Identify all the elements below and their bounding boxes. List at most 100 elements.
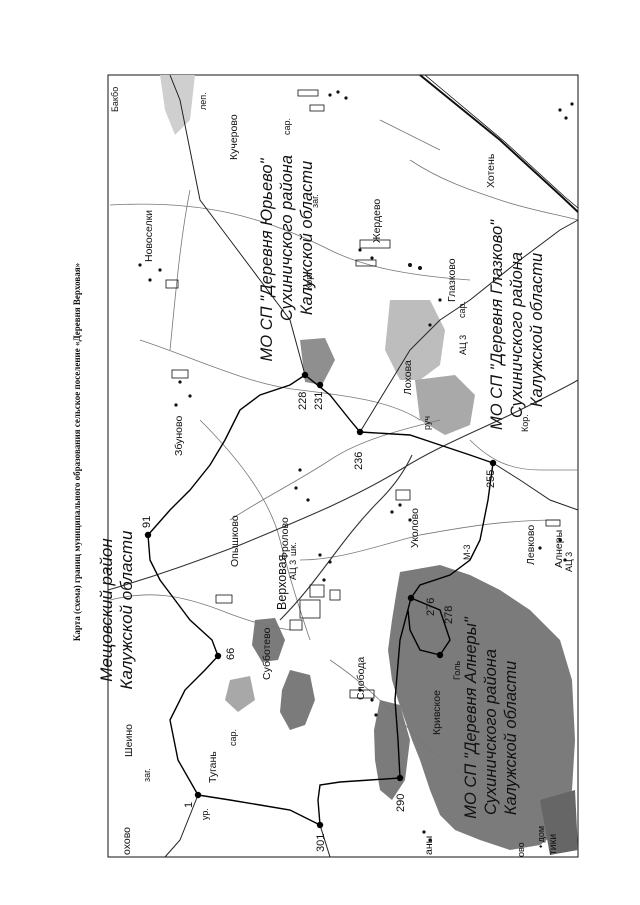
boundary-point-276 — [407, 594, 415, 602]
district-meshchovsk-line2: Калужской области — [117, 530, 136, 690]
village-lokhova: Лохова — [402, 360, 414, 395]
village-novoselki: Новоселки — [143, 210, 155, 262]
village-ukolovo: Уколово — [409, 508, 421, 548]
village-levkovo: Левково — [525, 525, 537, 565]
boundary-point-228 — [301, 371, 309, 379]
main-roads — [107, 379, 579, 621]
village-clusters — [165, 89, 561, 699]
label-ac3-alnery: АЦ 3 — [564, 552, 574, 572]
point-label-236: 236 — [353, 452, 365, 470]
mo-yurevo-line2: Сухиничского района — [278, 155, 296, 321]
boundary-point-236 — [356, 428, 364, 436]
mo-yurevo-line3: Калужской области — [298, 161, 316, 315]
road-east-west — [107, 379, 579, 591]
map-title: Карта (схема) границ муниципального обра… — [72, 262, 82, 641]
boundary-southeast — [394, 597, 412, 779]
label-dom: • дом — [536, 826, 546, 848]
forest-sloboda — [280, 670, 315, 730]
minor-roads — [109, 119, 579, 781]
village-sheino: Шеино — [123, 724, 135, 757]
village-zbunovo: Збуново — [173, 416, 185, 456]
village-glazkovo: Глазково — [446, 258, 458, 302]
point-label-276: 276 — [425, 598, 437, 616]
village-opyshkovo: Опышково — [229, 515, 241, 567]
point-label-255: 255 — [485, 470, 497, 488]
boundary-tiki — [319, 824, 331, 858]
boundary-northwest — [147, 374, 306, 536]
boundary-meshchovsk — [169, 74, 306, 376]
village-froolovo: Фролово — [279, 517, 291, 560]
railway — [419, 74, 579, 213]
label-sar-tugan: сар. — [228, 729, 238, 746]
label-kor-yurevo: Кор. — [304, 272, 314, 290]
boundary-southwest — [197, 794, 321, 826]
label-kor-glazkovo: Кор. — [520, 414, 530, 432]
village-tugan: Тугань — [207, 751, 219, 783]
mo-glazkovo-line3: Калужской области — [528, 253, 546, 407]
point-label-278: 278 — [443, 606, 455, 624]
boundary-point-290 — [396, 774, 404, 782]
point-label-301: 301 — [315, 834, 327, 852]
label-shk: шк. — [288, 542, 298, 556]
point-label-66: 66 — [225, 648, 237, 660]
forest-east-corner — [540, 790, 578, 855]
boundary-point-66 — [214, 652, 222, 660]
boundary-south — [317, 777, 401, 826]
boundary-glazkovo — [359, 219, 579, 433]
forest-opyshkovo — [225, 676, 255, 712]
district-meshchovsk-line1: Мещовский район — [97, 538, 116, 682]
boundary-point-301 — [316, 821, 324, 829]
mo-alnery-line1: МО СП "Деревня Алнеры" — [462, 616, 480, 819]
village-okhovo: охово — [121, 827, 133, 855]
boundary-okhovo — [164, 794, 199, 858]
forest-south — [388, 565, 575, 850]
village-sloboda: Слобода — [355, 657, 367, 700]
mo-glazkovo-line2: Сухиничского района — [508, 252, 526, 418]
boundary-point-255 — [489, 459, 497, 467]
mo-alnery-line2: Сухиничского района — [482, 649, 500, 815]
label-zag-kucherovo: заг. — [310, 194, 320, 208]
map-labels: Карта (схема) границ муниципального обра… — [72, 87, 574, 857]
settlement-markers — [138, 90, 574, 842]
label-lep: леп. — [198, 92, 208, 110]
label-ovo: ово — [516, 842, 526, 857]
boundary-point-1 — [194, 791, 202, 799]
boundary-point-231 — [316, 381, 324, 389]
village-verkhovaya: Верховая — [275, 555, 289, 610]
forest-north — [160, 75, 195, 135]
village-khotyn: Хотень — [485, 153, 497, 188]
boundary-west — [147, 534, 219, 796]
mo-glazkovo-line1: МО СП "Деревня Глазково" — [488, 219, 506, 430]
village-alnery: Алнеры — [553, 530, 565, 568]
point-label-231: 231 — [313, 392, 325, 410]
boundary-point-markers — [144, 371, 497, 829]
road-verkhovaya — [279, 454, 413, 621]
label-gol: Голь — [452, 661, 462, 680]
forest-subbochevo — [252, 618, 285, 662]
boundary-northeast — [359, 431, 494, 464]
point-label-228: 228 — [297, 392, 309, 410]
mo-yurevo-line1: МО СП "Деревня Юрьево" — [258, 157, 276, 361]
village-krivskoe: Кривское — [431, 690, 443, 735]
forest-glazkovo — [385, 300, 445, 380]
label-ruch: руч — [422, 416, 432, 430]
mo-alnery-line3: Калужской области — [502, 661, 520, 815]
label-bakbo: Бакбо — [110, 87, 120, 112]
forest-zbunovo — [300, 338, 335, 385]
village-tiki: тики — [547, 834, 559, 855]
label-road-m3: М-3 — [462, 545, 472, 561]
boundary-east — [410, 462, 494, 599]
forest-areas — [160, 75, 578, 855]
label-ac3-glazkovo: АЦ 3 — [458, 335, 468, 355]
boundary-levkovo — [492, 462, 579, 511]
village-kucherovo: Кучерово — [228, 114, 240, 160]
village-zherdevo: Жердево — [371, 199, 383, 243]
village-any: аны — [423, 836, 435, 855]
point-label-1: 1 — [183, 802, 195, 808]
label-sar-kucherovo: сар. — [282, 118, 292, 135]
label-ac3-verkhovaya: АЦ 3 — [288, 560, 298, 580]
label-ur: ур. — [200, 808, 210, 820]
label-sar-glazkovo: сар. — [457, 301, 467, 318]
